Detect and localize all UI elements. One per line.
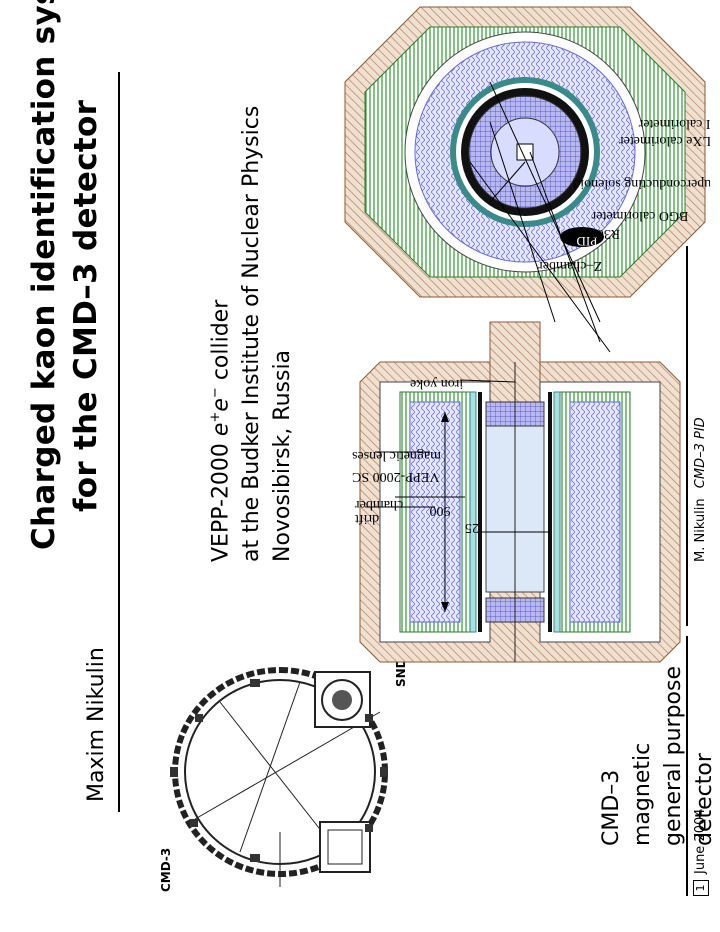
label-iron-yoke: iron yoke — [410, 376, 463, 391]
header-rule — [118, 72, 120, 812]
footer-title: CMD–3 PID — [693, 417, 708, 489]
footer-rule-right — [686, 246, 688, 626]
detector-end-view — [344, 6, 706, 298]
desc-line-2: magnetic — [630, 742, 655, 846]
author-name: Maxim Nikulin — [84, 647, 109, 802]
label-superconducting-solenoid: superconducting solenoid — [573, 176, 710, 191]
page-number: 1 — [693, 880, 709, 896]
desc-line-3: general purpose — [661, 666, 686, 846]
cmd3-detector-block — [319, 821, 371, 873]
ring-label-snd: SND — [394, 658, 408, 687]
desc-line-1: CMD–3 — [599, 769, 624, 846]
footer-author: M. Nikulin — [693, 498, 708, 562]
vepp-ring-diagram: CMD-3 SND — [159, 658, 408, 892]
label-dim-25: 25 — [465, 520, 479, 535]
label-z-chamber: Z–chamber — [538, 258, 602, 273]
footer-right: M. Nikulin CMD–3 PID — [693, 417, 708, 562]
footer-left: 1 June 2004 — [693, 808, 709, 896]
label-vepp-sc: VEPP-2000 SC — [352, 469, 440, 484]
collider-line-1: VEPP-2000 e+e− collider — [208, 299, 234, 562]
detector-side-view — [359, 321, 681, 663]
label-lxe-calorimeter: LXe calorimeter — [619, 133, 710, 148]
label-bgo-calorimeter: BGO calorimeter — [591, 208, 688, 223]
pid-label: PID — [577, 234, 598, 249]
collider-line-3: Novosibirsk, Russia — [270, 349, 296, 562]
footer-rule-left — [686, 636, 688, 896]
collider-line-2: at the Budker Institute of Nuclear Physi… — [239, 105, 265, 562]
ring-label-cmd3: CMD-3 — [159, 848, 173, 892]
pid-badge: PID — [560, 227, 604, 249]
detector-cross-section: drift chamber VEPP-2000 SC magnetic lens… — [344, 6, 710, 663]
title-line-1: Charged kaon identification system — [26, 0, 62, 550]
label-drift-chamber-2: chamber — [355, 497, 404, 512]
title-line-2: for the CMD–3 detector — [68, 99, 104, 512]
label-drift-chamber-1: drift — [355, 511, 379, 526]
label-csi-calorimeter: CsI calorimeter — [638, 116, 710, 131]
label-dim-900: 900 — [430, 503, 451, 518]
label-magnetic-lenses: magnetic lenses — [352, 448, 441, 463]
label-r300: R300 — [590, 226, 620, 241]
collider-description: VEPP-2000 e+e− collider at the Budker In… — [200, 106, 298, 562]
footer-date: June 2004 — [693, 808, 708, 874]
